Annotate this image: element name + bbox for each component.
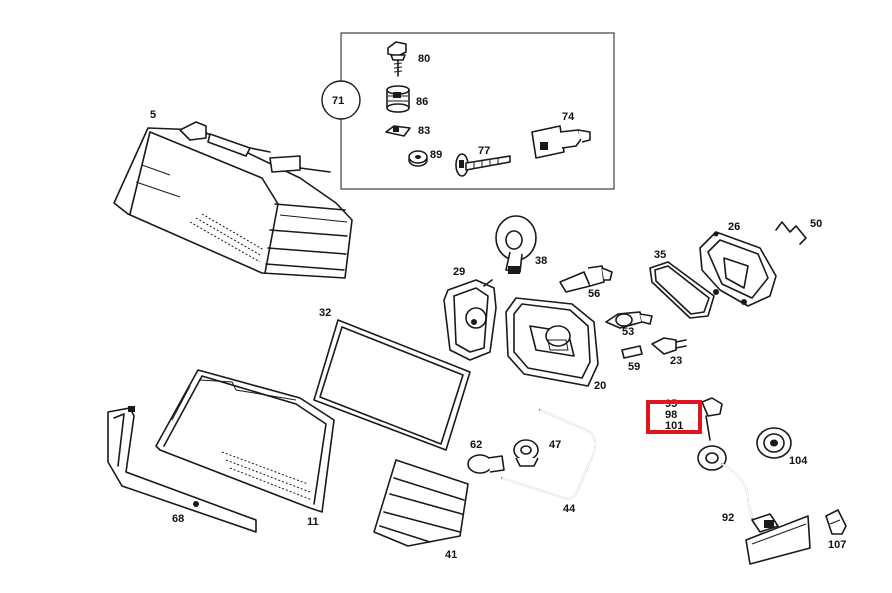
callout-35: 35 xyxy=(654,249,666,261)
callout-59: 59 xyxy=(628,361,640,373)
callout-101: 101 xyxy=(665,420,683,432)
callout-74: 74 xyxy=(562,111,575,123)
nut-part-83 xyxy=(385,125,411,137)
socket-part-74 xyxy=(531,125,591,159)
callout-56: 56 xyxy=(588,288,600,300)
reflector-housing-26 xyxy=(699,231,777,307)
callout-23: 23 xyxy=(670,355,682,367)
callout-86: 86 xyxy=(416,96,428,108)
callout-98: 98 xyxy=(665,409,677,421)
gasket-32 xyxy=(313,319,471,451)
callout-29: 29 xyxy=(453,266,465,278)
bulb-107 xyxy=(825,509,847,535)
spring-clip-50 xyxy=(775,221,807,245)
bulb-62 xyxy=(467,454,505,474)
callout-32: 32 xyxy=(319,307,331,319)
callout-83: 83 xyxy=(418,125,430,137)
headlamp-lens-11 xyxy=(155,369,335,513)
bulb-53 xyxy=(605,311,653,329)
headlamp-assembly-5 xyxy=(113,121,353,279)
callout-62: 62 xyxy=(470,439,482,451)
callout-38: 38 xyxy=(535,255,547,267)
socket-cable-92 xyxy=(697,397,811,565)
bracket-29 xyxy=(443,279,497,361)
reflector-20 xyxy=(505,297,599,387)
callout-89: 89 xyxy=(430,149,442,161)
callout-104: 104 xyxy=(789,455,808,467)
callout-92: 92 xyxy=(722,512,734,524)
callout-68: 68 xyxy=(172,513,184,525)
callout-50: 50 xyxy=(810,218,822,230)
callout-41: 41 xyxy=(445,549,457,561)
gasket-35 xyxy=(649,261,715,319)
bulb-56 xyxy=(559,265,613,293)
bolt-part-80 xyxy=(387,41,407,77)
seal-strip-44 xyxy=(501,409,597,500)
screw-part-77 xyxy=(455,153,511,177)
hardware-inset xyxy=(321,32,615,190)
highlight-box xyxy=(646,400,702,434)
callout-20: 20 xyxy=(594,380,606,392)
callout-71: 71 xyxy=(332,95,344,107)
bulb-59 xyxy=(621,345,643,359)
nut-part-89 xyxy=(408,150,428,167)
callout-44: 44 xyxy=(563,503,576,515)
trim-strip-68 xyxy=(107,406,257,533)
callout-80: 80 xyxy=(418,53,430,65)
socket-47 xyxy=(513,439,539,467)
callout-labels: 5 71 80 86 83 89 77 74 26 50 38 35 29 56… xyxy=(150,53,846,561)
callout-77: 77 xyxy=(478,145,490,157)
callout-11: 11 xyxy=(307,516,319,528)
cap-38 xyxy=(495,215,537,274)
callout-53: 53 xyxy=(622,326,634,338)
indicator-lens-41 xyxy=(373,459,469,547)
grommet-104 xyxy=(756,427,792,459)
bulb-23 xyxy=(651,337,687,355)
callout-107: 107 xyxy=(828,539,846,551)
callout-47: 47 xyxy=(549,439,561,451)
clip-part-86 xyxy=(386,85,410,113)
callout-26: 26 xyxy=(728,221,740,233)
callout-5: 5 xyxy=(150,109,156,121)
